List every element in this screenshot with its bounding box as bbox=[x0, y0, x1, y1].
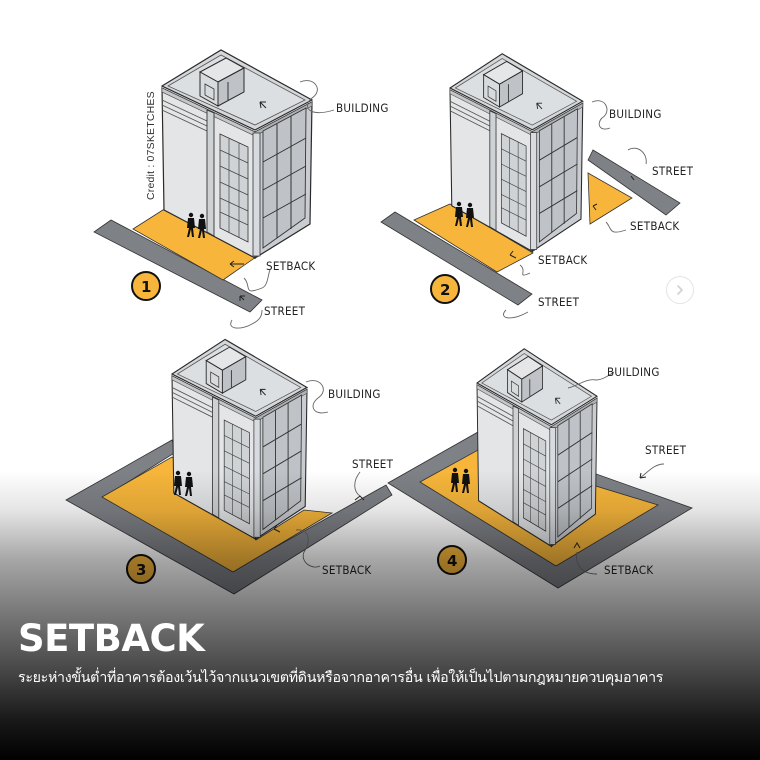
label-building-1: BUILDING bbox=[336, 101, 389, 115]
label-building-4: BUILDING bbox=[607, 365, 660, 379]
label-street-1: STREET bbox=[264, 304, 306, 318]
label-setback-2-right: SETBACK bbox=[630, 219, 680, 233]
label-street-3: STREET bbox=[352, 457, 394, 471]
label-building-3: BUILDING bbox=[328, 387, 381, 401]
svg-text:1: 1 bbox=[141, 278, 151, 296]
label-setback-1: SETBACK bbox=[266, 259, 316, 273]
caption-description: ระยะห่างขั้นต่ำที่อาคารต้องเว้นไว้จากแนว… bbox=[18, 670, 664, 686]
panel-number-2: 2 bbox=[430, 274, 460, 304]
credit-text: Credit : 07SKETCHES bbox=[145, 91, 157, 200]
panel-number-4: 4 bbox=[437, 545, 467, 575]
label-street-2-right: STREET bbox=[652, 164, 694, 178]
label-street-2-left: STREET bbox=[538, 295, 580, 309]
caption-title: SETBACK bbox=[18, 617, 205, 660]
panel-2: BUILDING STREET SETBACK SETBACK STREET 2 bbox=[380, 53, 694, 319]
panel-3: BUILDING STREET SETBACK 3 bbox=[65, 338, 394, 595]
svg-text:3: 3 bbox=[136, 561, 146, 579]
next-slide-button[interactable] bbox=[666, 276, 694, 304]
svg-text:4: 4 bbox=[447, 552, 457, 570]
label-building-2: BUILDING bbox=[609, 107, 662, 121]
label-street-4: STREET bbox=[645, 443, 687, 457]
panel-number-1: 1 bbox=[131, 271, 161, 301]
panel-1: BUILDING SETBACK STREET 1 bbox=[93, 49, 389, 329]
panel-number-3: 3 bbox=[126, 554, 156, 584]
caption: SETBACK ระยะห่างขั้นต่ำที่อาคารต้องเว้นไ… bbox=[18, 617, 663, 689]
label-setback-2-left: SETBACK bbox=[538, 253, 588, 267]
chevron-right-icon bbox=[677, 285, 684, 295]
svg-text:2: 2 bbox=[440, 281, 450, 299]
label-setback-4: SETBACK bbox=[604, 563, 654, 577]
label-setback-3: SETBACK bbox=[322, 563, 372, 577]
panel-4: BUILDING STREET SETBACK 4 bbox=[387, 348, 693, 589]
